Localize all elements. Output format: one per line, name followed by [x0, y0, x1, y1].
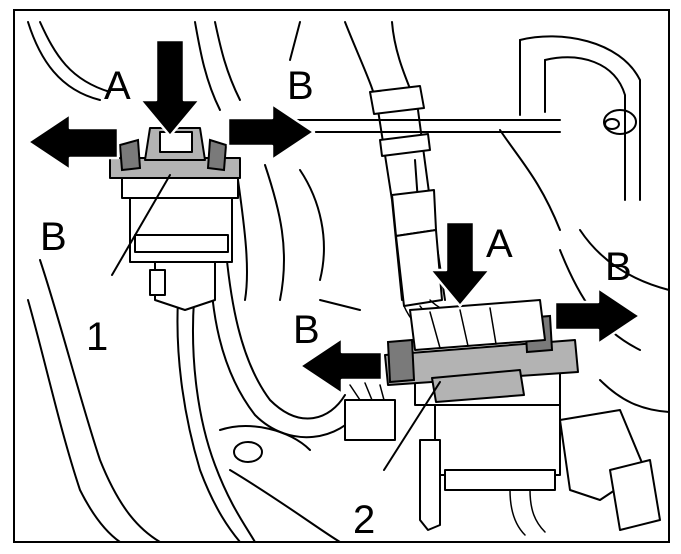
label-press-bottom: A: [486, 222, 513, 266]
label-spread-right-bottom: B: [605, 245, 632, 289]
spread-arrow-right-top: [226, 102, 316, 162]
connector-1: [109, 127, 256, 543]
spread-arrow-left-bottom: [298, 336, 384, 396]
press-arrow-bottom: [428, 220, 492, 308]
callout-leader-2: [383, 381, 441, 471]
callout-leader-1: [111, 174, 171, 276]
spread-arrow-left-top: [26, 112, 120, 172]
wire-harness: [344, 21, 501, 336]
background-body-panel: [27, 21, 670, 543]
spread-arrow-right-bottom: [553, 286, 642, 346]
connector-2: [344, 299, 661, 536]
label-press-top: A: [104, 64, 131, 108]
label-spread-right-top: B: [287, 64, 314, 108]
callout-number-1: 1: [86, 315, 108, 359]
label-side-left: B: [40, 215, 67, 259]
callout-number-2: 2: [353, 498, 375, 542]
label-spread-left-bottom: B: [293, 308, 320, 352]
press-arrow-top: [138, 38, 202, 138]
